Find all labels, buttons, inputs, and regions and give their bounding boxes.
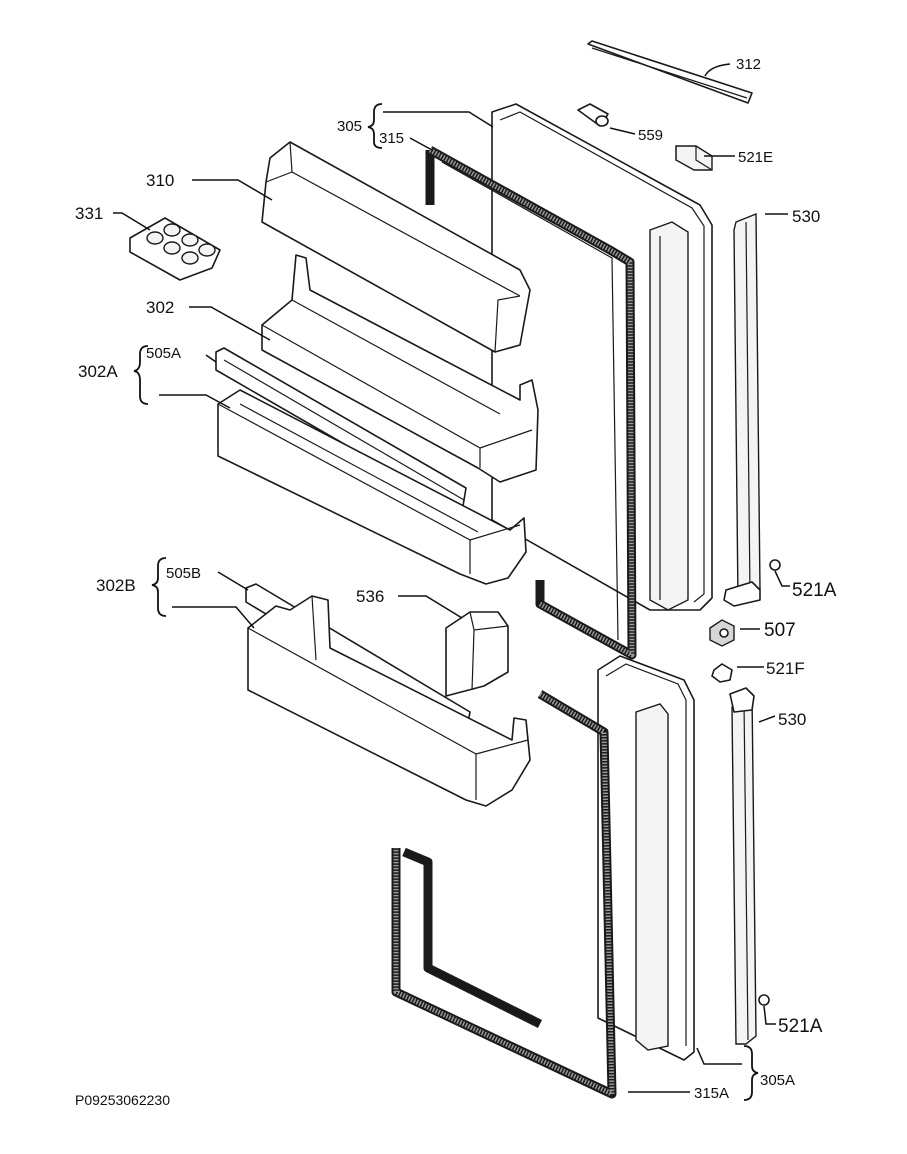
label-507: 507 — [764, 620, 796, 641]
leader-lines — [113, 63, 790, 1093]
label-521a-top: 521A — [792, 580, 837, 601]
part-521a-bottom-screw — [758, 994, 770, 1006]
part-315a-lower-gasket — [391, 690, 617, 1099]
label-302b: 302B — [96, 576, 136, 595]
label-505b: 505B — [166, 565, 201, 582]
part-302b-door-shelf — [247, 595, 531, 807]
part-305a-lower-door — [597, 655, 695, 1061]
part-530-lower-hinge-bar — [729, 687, 757, 1045]
label-310: 310 — [146, 171, 174, 190]
part-302a-door-shelf — [217, 389, 527, 585]
label-302: 302 — [146, 298, 174, 317]
label-305: 305 — [337, 118, 362, 135]
label-530-bottom: 530 — [778, 710, 806, 729]
part-331-egg-tray — [129, 217, 221, 281]
label-559: 559 — [638, 127, 663, 144]
label-521a-bottom: 521A — [778, 1016, 823, 1037]
label-302a: 302A — [78, 362, 118, 381]
part-530-upper-hinge-bar — [723, 212, 761, 607]
label-305a: 305A — [760, 1072, 795, 1089]
label-530-top: 530 — [792, 207, 820, 226]
part-507-hinge-block — [709, 619, 735, 647]
brace-305 — [367, 103, 383, 149]
part-559-hinge-pin — [577, 103, 609, 127]
brace-302b — [151, 557, 167, 617]
label-312: 312 — [736, 56, 761, 73]
part-315-upper-gasket — [425, 146, 637, 660]
part-521f-clip — [711, 663, 733, 683]
label-536: 536 — [356, 587, 384, 606]
label-521f: 521F — [766, 659, 805, 678]
part-521e-clip — [675, 145, 713, 171]
part-536-divider — [445, 611, 509, 697]
part-302-door-shelf — [261, 254, 539, 483]
label-331: 331 — [75, 204, 103, 223]
part-312-top-trim — [587, 40, 753, 104]
label-521e: 521E — [738, 149, 773, 166]
label-315: 315 — [379, 130, 404, 147]
brace-302a — [133, 345, 149, 405]
diagram-code: P09253062230 — [75, 1092, 170, 1108]
label-315a: 315A — [694, 1085, 729, 1102]
part-521a-top-screw — [769, 559, 781, 571]
brace-305a — [743, 1045, 759, 1101]
part-305-upper-door — [491, 103, 713, 611]
part-505a-shelf-rail — [215, 347, 467, 513]
label-505a: 505A — [146, 345, 181, 362]
